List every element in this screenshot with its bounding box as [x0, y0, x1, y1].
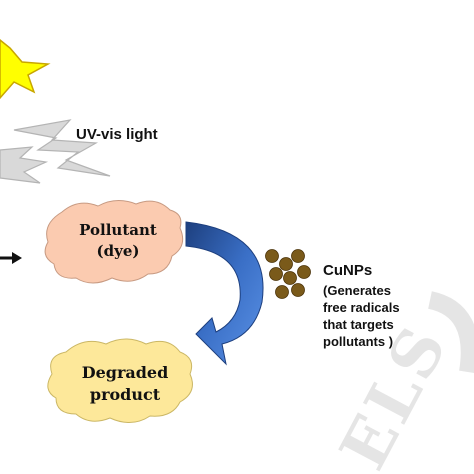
- cunp-particle: [291, 283, 305, 297]
- pollutant-cloud: [44, 200, 184, 284]
- degraded-line-1: Degraded: [81, 363, 169, 382]
- sun-icon: [0, 39, 51, 100]
- cunp-particle: [275, 285, 289, 299]
- cunp-particles: [265, 249, 311, 299]
- cunps-desc-line-1: (Generates: [323, 283, 391, 298]
- cunps-desc-line-2: free radicals: [323, 300, 400, 315]
- cunps-description: (Generates free radicals that targets po…: [323, 282, 400, 350]
- degraded-cloud: [47, 338, 193, 423]
- cunp-particle: [279, 257, 293, 271]
- light-label: UV-vis light: [76, 126, 158, 143]
- pollutant-line-2: (dye): [96, 242, 140, 260]
- degraded-line-2: product: [89, 385, 161, 404]
- degraded-label: Degraded product: [70, 362, 180, 406]
- input-arrow-icon: [0, 252, 22, 264]
- pollutant-label: Pollutant (dye): [66, 220, 170, 262]
- pollutant-line-1: Pollutant: [79, 221, 157, 239]
- cunp-particle: [265, 249, 279, 263]
- cunps-label: CuNPs: [323, 262, 373, 279]
- cunp-particle: [283, 271, 297, 285]
- lightning-icon: [0, 119, 111, 184]
- cunps-desc-line-3: that targets: [323, 317, 394, 332]
- cunp-particle: [297, 265, 311, 279]
- reaction-arrow: [185, 221, 264, 366]
- cunp-particle: [269, 267, 283, 281]
- cunp-particle: [291, 249, 305, 263]
- cunps-desc-line-4: pollutants ): [323, 334, 394, 349]
